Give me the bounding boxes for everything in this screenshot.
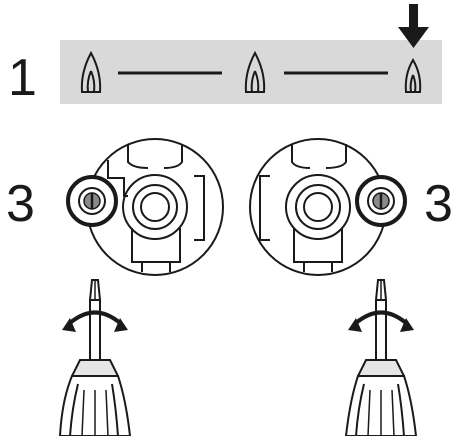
screw-head-icon-left	[66, 175, 118, 227]
large-flame-icon	[404, 58, 422, 93]
screwdriver-icon-left	[58, 279, 132, 436]
step-number-label: 1	[8, 49, 37, 107]
screwdriver-icon-right	[344, 279, 418, 436]
callout-label-left: 3	[6, 175, 35, 233]
down-arrow-icon	[398, 4, 429, 48]
bidirectional-rotation-arrow-icon-left	[62, 310, 128, 332]
callout-label-right: 3	[424, 175, 453, 233]
bidirectional-rotation-arrow-icon-right	[348, 310, 414, 332]
screw-head-icon-right	[355, 175, 407, 227]
medium-flame-icon	[244, 50, 266, 93]
small-flame-icon	[80, 50, 102, 93]
